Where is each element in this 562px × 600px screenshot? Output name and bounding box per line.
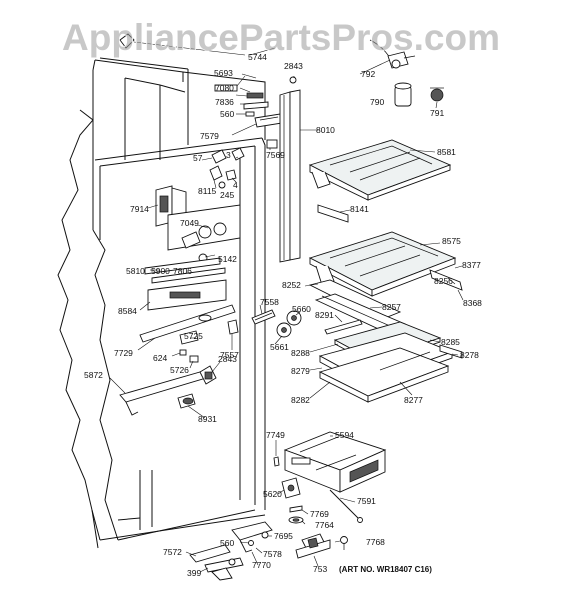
part-label: 624 bbox=[153, 353, 167, 363]
part-label: 7579 bbox=[200, 131, 219, 141]
part-label: 791 bbox=[430, 108, 444, 118]
part-label: 7049 bbox=[180, 218, 199, 228]
part-label: 7578 bbox=[263, 549, 282, 559]
part-label: 560 bbox=[220, 109, 234, 119]
part-label: 2843 bbox=[284, 61, 303, 71]
part-label: 8285 bbox=[441, 337, 460, 347]
part-label: 3 bbox=[226, 150, 231, 160]
part-label: 8141 bbox=[350, 204, 369, 214]
part-8010-trim bbox=[279, 89, 318, 263]
watermark: AppliancePartsPros.com bbox=[62, 17, 500, 58]
part-label: 7806 bbox=[173, 266, 192, 276]
top-trim-parts bbox=[119, 33, 297, 149]
part-label: 7769 bbox=[310, 509, 329, 519]
part-label: 7914 bbox=[130, 204, 149, 214]
part-label: 8010 bbox=[316, 125, 335, 135]
part-label: 8257 bbox=[382, 302, 401, 312]
part-label: 245 bbox=[220, 190, 234, 200]
part-label: 57 bbox=[193, 153, 203, 163]
part-8141 bbox=[317, 204, 349, 223]
part-label: 8368 bbox=[463, 298, 482, 308]
part-label: 5661 bbox=[270, 342, 289, 352]
part-label: 753 bbox=[313, 564, 327, 574]
part-label: 8282 bbox=[291, 395, 310, 405]
part-label: 7569 bbox=[266, 150, 285, 160]
part-label: 7729 bbox=[114, 348, 133, 358]
part-label: 8581 bbox=[437, 147, 456, 157]
shelf-8575 bbox=[308, 231, 463, 297]
part-label: 8291 bbox=[315, 310, 334, 320]
part-number-labels: 5744 5693 7080 7836 560 7579 2843 8010 7… bbox=[84, 52, 482, 578]
part-label: 7558 bbox=[260, 297, 279, 307]
part-label: 7591 bbox=[357, 496, 376, 506]
rod-7591 bbox=[329, 489, 361, 521]
part-label: 7695 bbox=[274, 531, 293, 541]
part-label: 5620 bbox=[263, 489, 282, 499]
part-label: 8256 bbox=[434, 276, 453, 286]
part-label: 8575 bbox=[442, 236, 461, 246]
leader-lines bbox=[109, 47, 464, 573]
crisper-5594 bbox=[283, 431, 387, 493]
part-label: 5142 bbox=[218, 254, 237, 264]
part-label: 792 bbox=[361, 69, 375, 79]
part-label: 8278 bbox=[460, 350, 479, 360]
part-7749 bbox=[273, 456, 280, 467]
part-label: 8584 bbox=[118, 306, 137, 316]
part-label: 5900 bbox=[151, 266, 170, 276]
part-label: 5594 bbox=[335, 430, 354, 440]
part-label: 5810 bbox=[126, 266, 145, 276]
part-label: 8288 bbox=[291, 348, 310, 358]
part-label: 7080 bbox=[215, 83, 234, 93]
part-5620 bbox=[281, 477, 301, 499]
shelf-8581 bbox=[308, 139, 452, 201]
part-label: 5660 bbox=[292, 304, 311, 314]
water-valve-parts bbox=[369, 39, 444, 107]
part-label: 8279 bbox=[291, 366, 310, 376]
part-label: 7749 bbox=[266, 430, 285, 440]
small-hardware bbox=[288, 505, 348, 550]
roller-parts bbox=[251, 309, 302, 338]
part-label: 5872 bbox=[84, 370, 103, 380]
control-parts bbox=[119, 147, 245, 416]
part-label: 8931 bbox=[198, 414, 217, 424]
part-label: 7770 bbox=[252, 560, 271, 570]
part-label: 5726 bbox=[170, 365, 189, 375]
part-label: 7768 bbox=[366, 537, 385, 547]
part-label: 8377 bbox=[462, 260, 481, 270]
part-label: 7557 bbox=[220, 350, 239, 360]
rail-8291 bbox=[324, 319, 363, 335]
part-label: 2843 bbox=[218, 354, 237, 364]
part-label: 7572 bbox=[163, 547, 182, 557]
part-label: 4 bbox=[233, 180, 238, 190]
part-label: 7836 bbox=[215, 97, 234, 107]
part-label: 790 bbox=[370, 97, 384, 107]
part-label: 5744 bbox=[248, 52, 267, 62]
part-label: 560 bbox=[220, 538, 234, 548]
part-label: 399 bbox=[187, 568, 201, 578]
part-label: 5725 bbox=[184, 331, 203, 341]
part-label: 8277 bbox=[404, 395, 423, 405]
part-label: 8115 bbox=[198, 186, 217, 196]
part-label: 5693 bbox=[214, 68, 233, 78]
part-label: 7764 bbox=[315, 520, 334, 530]
hinge-399 bbox=[189, 544, 244, 581]
art-number: (ART NO. WR18407 C16) bbox=[339, 565, 432, 574]
hinge-7578 bbox=[231, 521, 273, 553]
cabinet-liner bbox=[57, 57, 266, 549]
bracket-753 bbox=[295, 533, 331, 559]
part-label: 8252 bbox=[282, 280, 301, 290]
